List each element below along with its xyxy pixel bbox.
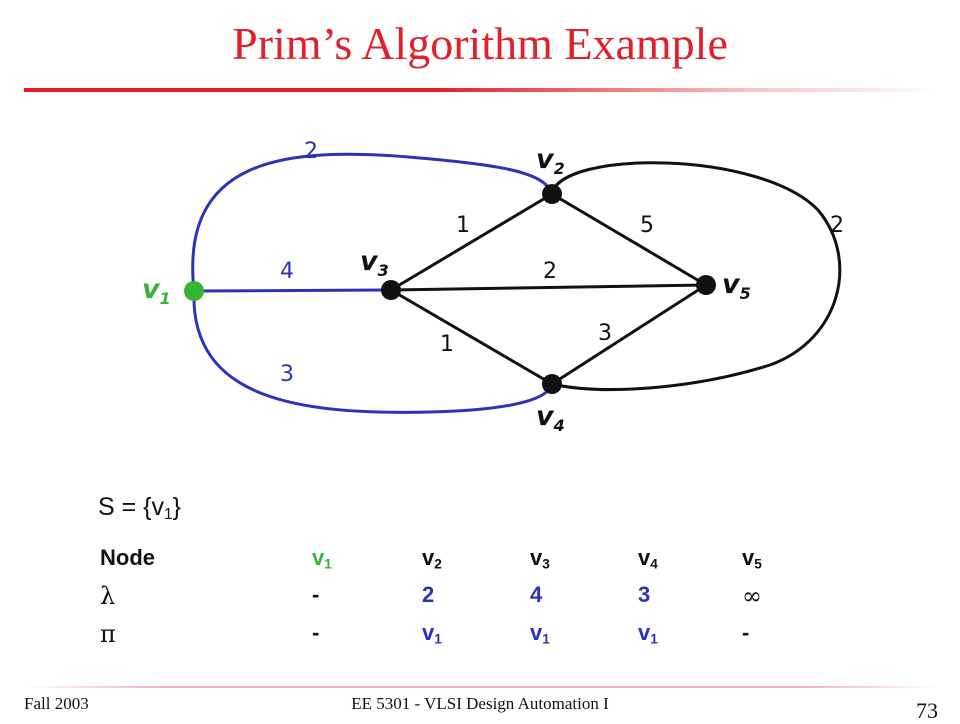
header-v3: v3 [530, 545, 550, 572]
weight-v2-v5: 5 [640, 213, 654, 238]
edge-v3-v4 [390, 288, 553, 386]
edge-v1-v2 [191, 152, 554, 292]
weight-v1-v3: 4 [280, 259, 294, 284]
edge-v2-v5 [551, 192, 707, 287]
label-v5: v5 [722, 269, 751, 303]
footer-date: Fall 2003 [24, 694, 89, 713]
slide-title: Prim’s Algorithm Example [232, 18, 728, 69]
node-v5 [696, 275, 716, 295]
footer-course: EE 5301 - VLSI Design Automation I [351, 694, 609, 713]
row-label-node: Node [100, 545, 155, 570]
node-v1 [184, 281, 204, 301]
header-v2: v2 [422, 545, 442, 572]
label-v3: v3 [360, 246, 389, 280]
lambda-v1: - [312, 582, 320, 607]
edge-v3-v5 [390, 283, 707, 292]
weight-v1-v2: 2 [304, 139, 318, 164]
lambda-symbol: λ [100, 582, 116, 610]
edge-v4-v5 [551, 283, 707, 386]
pi-v5: - [742, 620, 750, 645]
pi-v4: v1 [638, 620, 658, 647]
header-v1: v1 [312, 545, 332, 572]
weight-v3-v4: 1 [440, 332, 454, 357]
edge-v2-v4-outer [550, 161, 842, 392]
weight-outer: 2 [830, 213, 844, 238]
pi-v1: - [312, 620, 320, 645]
node-v3 [381, 280, 401, 300]
header-v5: v5 [742, 545, 762, 572]
node-v4 [542, 374, 562, 394]
edge-v3-v2 [390, 192, 553, 292]
weight-v2-v3: 1 [456, 213, 470, 238]
lambda-v4: 3 [638, 582, 651, 607]
graph-diagram: v1 v2 v3 v4 v5 2 4 3 1 5 2 2 1 3 [142, 139, 844, 435]
page-number: 73 [916, 698, 938, 723]
header-v4: v4 [638, 545, 658, 572]
weight-v1-v4: 3 [280, 362, 294, 387]
weight-v4-v5: 3 [598, 321, 612, 346]
label-v1: v1 [142, 274, 171, 308]
pi-v3: v1 [530, 620, 550, 647]
lambda-v3: 4 [530, 582, 543, 607]
label-v2: v2 [536, 144, 565, 178]
selected-set: S = {v1} [98, 493, 181, 523]
edge-v1-v4 [192, 290, 554, 414]
node-v2 [542, 184, 562, 204]
edge-v1-v3 [193, 288, 392, 293]
title-underline [24, 88, 940, 92]
lambda-v2: 2 [422, 582, 435, 607]
weight-v3-v5: 2 [543, 259, 557, 284]
pi-symbol: π [100, 620, 116, 648]
label-v4: v4 [536, 401, 565, 435]
pi-v2: v1 [422, 620, 442, 647]
lambda-v5: ∞ [742, 582, 762, 610]
footer-rule [24, 686, 940, 688]
